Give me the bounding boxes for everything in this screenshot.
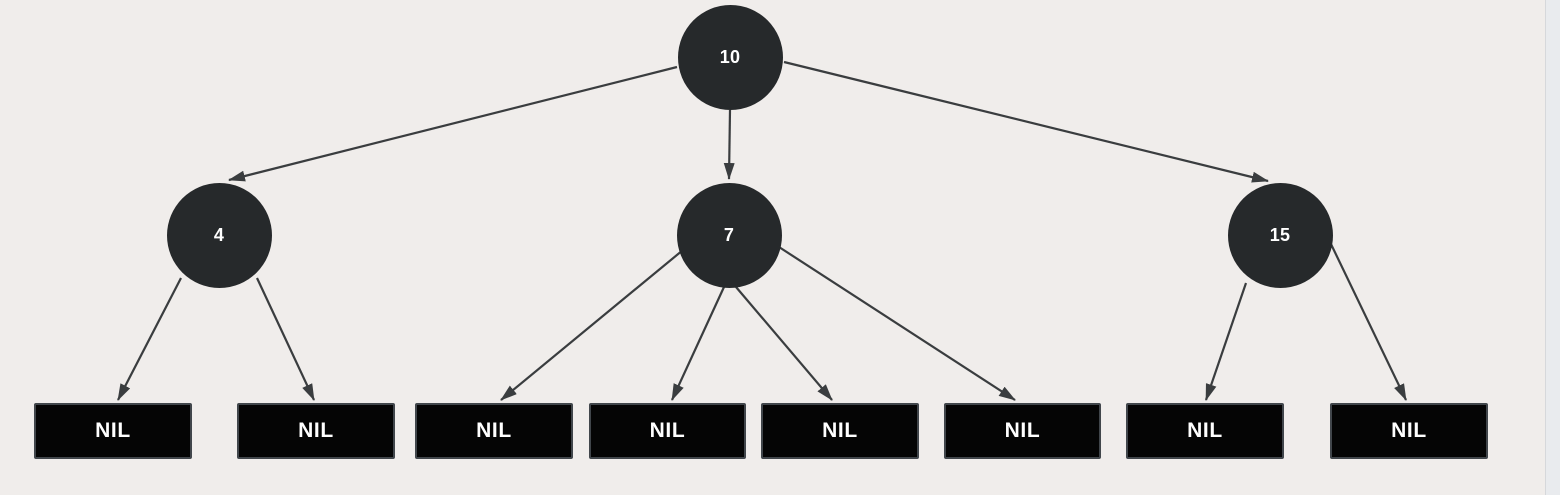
nil-leaf-0[interactable]: NIL — [34, 403, 192, 459]
edge-10-to-4 — [228, 65, 678, 182]
edge-10-to-15 — [783, 60, 1269, 183]
edge-7-to-leaf-2 — [500, 249, 684, 401]
nil-leaf-6[interactable]: NIL — [1126, 403, 1284, 459]
node-label: 7 — [723, 224, 735, 245]
tree-node-7[interactable]: 7 — [676, 182, 782, 288]
leaf-label: NIL — [1187, 419, 1223, 442]
edge-4-to-leaf-0 — [117, 277, 182, 401]
node-label: 10 — [719, 47, 741, 67]
nil-leaf-4[interactable]: NIL — [761, 403, 919, 459]
node-label: 15 — [1269, 224, 1291, 245]
leaf-label: NIL — [1004, 419, 1041, 442]
edge-7-to-leaf-4 — [735, 286, 833, 401]
nil-leaf-2[interactable]: NIL — [415, 403, 573, 459]
edge-10-to-7 — [723, 109, 735, 180]
leaf-label: NIL — [1391, 419, 1427, 442]
leaf-label: NIL — [476, 419, 512, 442]
leaf-label: NIL — [95, 419, 131, 442]
edge-15-to-leaf-6 — [1204, 282, 1248, 401]
leaf-label: NIL — [298, 419, 334, 442]
tree-node-15[interactable]: 15 — [1227, 182, 1333, 288]
nil-leaf-5[interactable]: NIL — [944, 403, 1101, 459]
nil-leaf-7[interactable]: NIL — [1330, 403, 1488, 459]
tree-node-4[interactable]: 4 — [166, 182, 272, 288]
edge-7-to-leaf-3 — [671, 286, 725, 401]
nil-leaf-1[interactable]: NIL — [237, 403, 395, 459]
edge-7-to-leaf-5 — [778, 246, 1016, 401]
vertical-scrollbar-track[interactable] — [1545, 0, 1560, 495]
edge-4-to-leaf-1 — [256, 277, 315, 401]
node-label: 4 — [213, 224, 225, 245]
tree-node-10[interactable]: 10 — [677, 5, 783, 110]
nil-leaf-3[interactable]: NIL — [589, 403, 746, 459]
leaf-label: NIL — [649, 419, 686, 442]
leaf-label: NIL — [822, 419, 858, 442]
edge-15-to-leaf-7 — [1329, 241, 1407, 401]
